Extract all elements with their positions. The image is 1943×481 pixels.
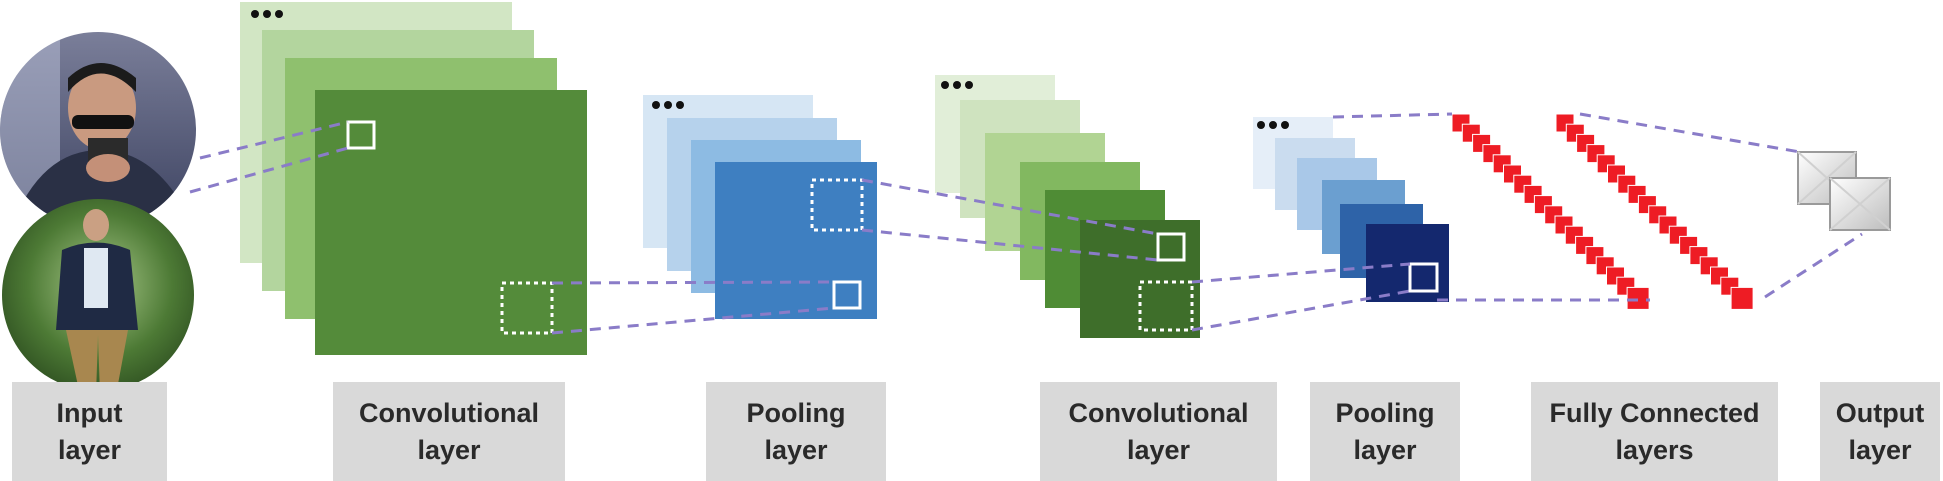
kernel-window [1156, 232, 1186, 262]
conv-layer-1-stack [240, 2, 587, 355]
label-output-layer: Output layer [1820, 382, 1940, 481]
label-line: Convolutional [359, 397, 539, 428]
label-line: Input [56, 397, 123, 428]
label-line: Pooling [1335, 397, 1435, 428]
conv-window [810, 178, 864, 232]
label-pool-layer-1: Pooling layer [706, 382, 886, 481]
label-line: Fully Connected [1549, 397, 1760, 428]
feature-map [315, 90, 587, 355]
label-line: Convolutional [1068, 397, 1249, 428]
ellipsis-icon [941, 81, 973, 89]
label-line: layers [1615, 434, 1694, 465]
output-node-icon [1829, 177, 1891, 231]
kernel-window [346, 120, 376, 150]
pool-layer-1-stack [643, 95, 877, 319]
label-fully-connected: Fully Connected layers [1531, 382, 1778, 481]
ellipsis-icon [251, 10, 283, 18]
label-line: Pooling [746, 397, 846, 428]
input-image-walking-man [2, 199, 194, 391]
label-pool-layer-2: Pooling layer [1310, 382, 1460, 481]
label-line: layer [1848, 434, 1912, 465]
label-conv-layer-2: Convolutional layer [1040, 382, 1277, 481]
feature-map [715, 162, 877, 319]
label-line: layer [1353, 434, 1417, 465]
ellipsis-icon [652, 101, 684, 109]
fc-node [1730, 286, 1754, 310]
label-line: layer [764, 434, 828, 465]
pool-output-cell [832, 280, 862, 310]
pool-window [1138, 280, 1194, 332]
pool-layer-2-stack [1253, 117, 1449, 302]
label-conv-layer-1: Convolutional layer [333, 382, 565, 481]
label-line: Output [1835, 397, 1925, 428]
pool-output-cell [1408, 262, 1439, 293]
input-image-gunman [0, 32, 196, 228]
pool-window [500, 281, 554, 335]
fc-node [1626, 286, 1650, 310]
fully-connected-nodes [1451, 113, 1754, 310]
label-input-layer: Input layer [12, 382, 167, 481]
label-line: layer [417, 434, 481, 465]
conv-layer-2-stack [935, 75, 1200, 338]
connector-lines [189, 112, 1863, 335]
label-line: layer [1126, 434, 1191, 465]
ellipsis-icon [1257, 121, 1289, 129]
label-line: layer [57, 434, 122, 465]
